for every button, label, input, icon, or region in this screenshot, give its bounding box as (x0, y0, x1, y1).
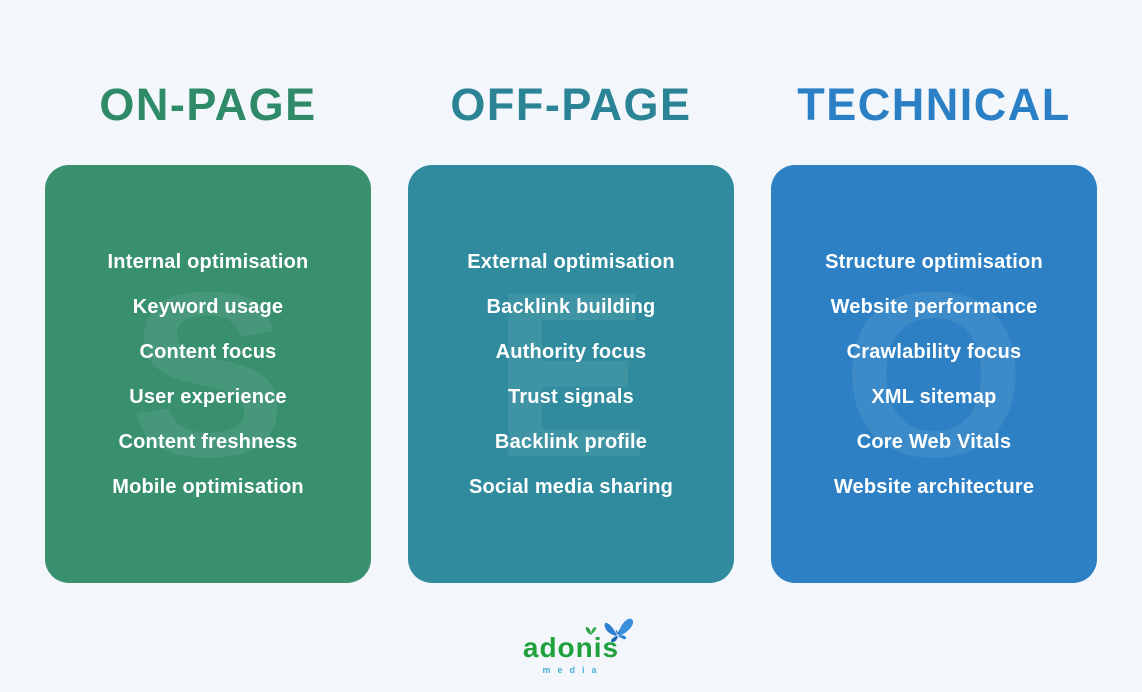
list-item: Keyword usage (132, 296, 284, 318)
list-item: Backlink building (486, 296, 656, 318)
list-item: Internal optimisation (107, 251, 309, 273)
technical-card: O Structure optimisation Website perform… (771, 165, 1097, 583)
list-item: Content focus (139, 341, 277, 363)
column-on-page: ON-PAGE S Internal optimisation Keyword … (45, 82, 371, 583)
logo-text: adonis (522, 632, 620, 663)
adonis-media-logo: adonis media (0, 618, 1142, 678)
seo-columns: ON-PAGE S Internal optimisation Keyword … (45, 82, 1097, 583)
technical-item-list: Structure optimisation Website performan… (771, 240, 1097, 510)
column-technical: TECHNICAL O Structure optimisation Websi… (771, 82, 1097, 583)
list-item: Structure optimisation (825, 251, 1043, 273)
column-title-off-page: OFF-PAGE (450, 79, 692, 130)
list-item: Core Web Vitals (856, 431, 1012, 453)
list-item: User experience (129, 386, 287, 408)
column-off-page: OFF-PAGE E External optimisation Backlin… (408, 82, 734, 583)
list-item: Mobile optimisation (112, 476, 304, 498)
off-page-card: E External optimisation Backlink buildin… (408, 165, 734, 583)
butterfly-icon (604, 618, 634, 643)
column-title-on-page: ON-PAGE (99, 79, 317, 130)
logo-subtext: media (542, 665, 604, 675)
list-item: External optimisation (467, 251, 675, 273)
list-item: Trust signals (508, 386, 634, 408)
leaf-icon (585, 627, 597, 635)
list-item: Website performance (830, 296, 1038, 318)
list-item: Content freshness (118, 431, 298, 453)
logo-lockup: adonis media (522, 618, 634, 675)
column-title-technical: TECHNICAL (797, 79, 1071, 130)
list-item: XML sitemap (871, 386, 997, 408)
list-item: Social media sharing (468, 476, 674, 498)
list-item: Website architecture (833, 476, 1035, 498)
list-item: Crawlability focus (846, 341, 1022, 363)
list-item: Authority focus (495, 341, 647, 363)
off-page-item-list: External optimisation Backlink building … (408, 240, 734, 510)
list-item: Backlink profile (494, 431, 648, 453)
on-page-item-list: Internal optimisation Keyword usage Cont… (45, 240, 371, 510)
on-page-card: S Internal optimisation Keyword usage Co… (45, 165, 371, 583)
